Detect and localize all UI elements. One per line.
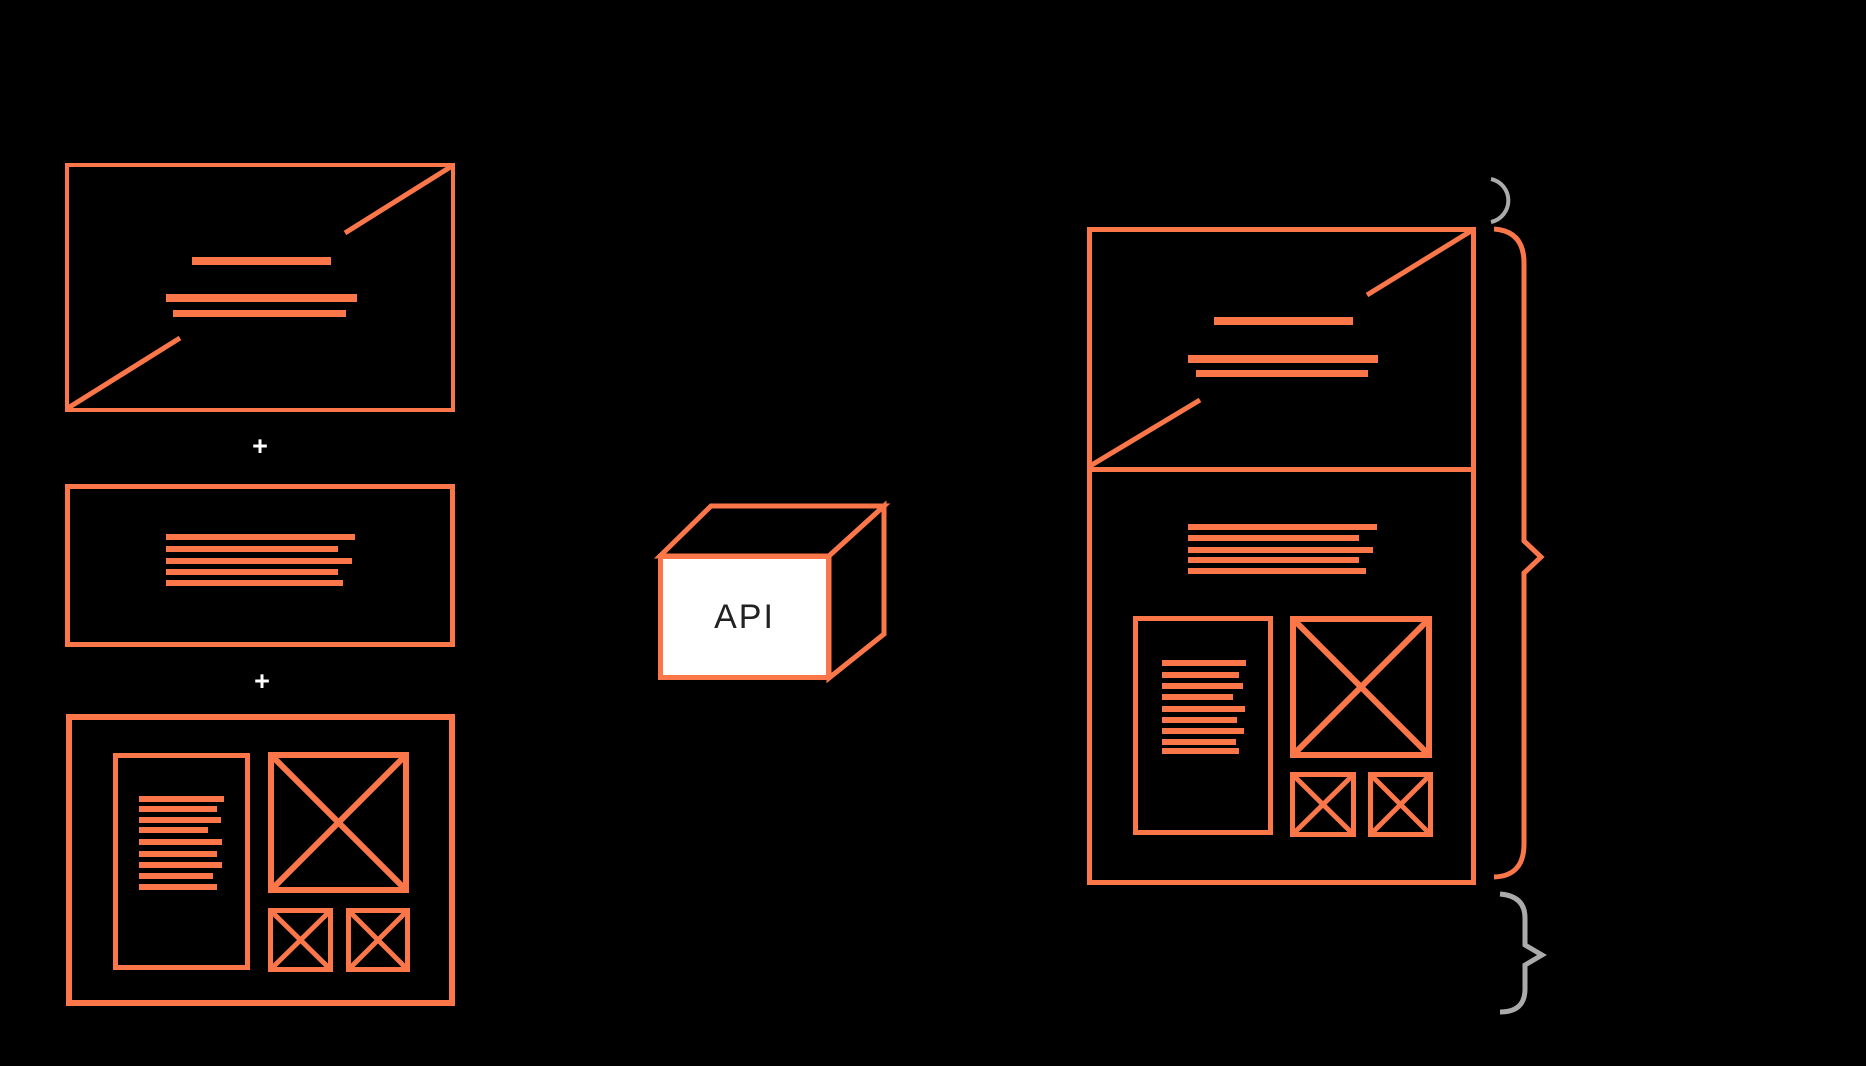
article-line <box>139 817 221 823</box>
article-wireframe <box>66 714 455 1006</box>
assembled-page-wireframe <box>1087 227 1476 885</box>
text-block-wireframe <box>65 484 455 647</box>
article-line <box>139 806 217 812</box>
api-cube-top-face <box>653 503 891 559</box>
image-placeholder-large <box>268 752 409 893</box>
hero-subtitle-bar-2 <box>1196 370 1368 377</box>
text-line <box>1188 524 1377 530</box>
hero-subtitle-bar-1 <box>166 294 357 302</box>
hero-title-bar <box>1214 317 1353 325</box>
footer-brace <box>1499 891 1547 1015</box>
image-placeholder-small <box>346 908 410 972</box>
article-line <box>139 873 213 879</box>
article-line <box>1162 728 1244 734</box>
article-line <box>139 839 222 845</box>
article-line <box>139 851 217 857</box>
text-line <box>166 534 355 540</box>
plus-sign-bottom: + <box>254 666 270 696</box>
plus-sign-top: + <box>252 431 268 461</box>
article-line <box>139 884 217 890</box>
image-placeholder-large <box>1290 616 1432 758</box>
article-line <box>1162 739 1236 745</box>
article-line <box>1162 660 1246 666</box>
image-placeholder-small <box>268 908 333 972</box>
text-line <box>166 569 338 575</box>
image-placeholder-small <box>1368 772 1433 837</box>
api-cube: API <box>658 554 831 680</box>
text-line <box>1188 547 1373 553</box>
hero-subtitle-bar-2 <box>173 310 346 317</box>
section-divider <box>1087 467 1476 472</box>
text-line <box>166 546 338 552</box>
article-line <box>1162 694 1233 700</box>
text-line <box>1188 568 1366 574</box>
article-line <box>1162 706 1245 712</box>
image-placeholder-small <box>1290 772 1356 837</box>
api-cube-label: API <box>714 597 775 636</box>
api-cube-right-face <box>826 500 887 684</box>
article-line <box>1162 683 1243 689</box>
article-line <box>1162 672 1239 678</box>
text-line <box>1188 557 1359 563</box>
article-line <box>139 862 222 868</box>
article-line <box>139 796 224 802</box>
hero-image-wireframe <box>65 163 455 412</box>
article-line <box>1162 717 1237 723</box>
hero-title-bar <box>192 257 331 265</box>
text-line <box>1188 535 1359 541</box>
page-brace <box>1493 226 1545 880</box>
article-line <box>1162 748 1239 754</box>
article-text-panel <box>1133 616 1273 835</box>
article-text-panel <box>113 753 250 970</box>
header-arc <box>1490 177 1511 224</box>
article-line <box>139 827 208 833</box>
text-line <box>166 558 352 564</box>
hero-subtitle-bar-1 <box>1188 355 1378 363</box>
text-line <box>166 580 343 586</box>
